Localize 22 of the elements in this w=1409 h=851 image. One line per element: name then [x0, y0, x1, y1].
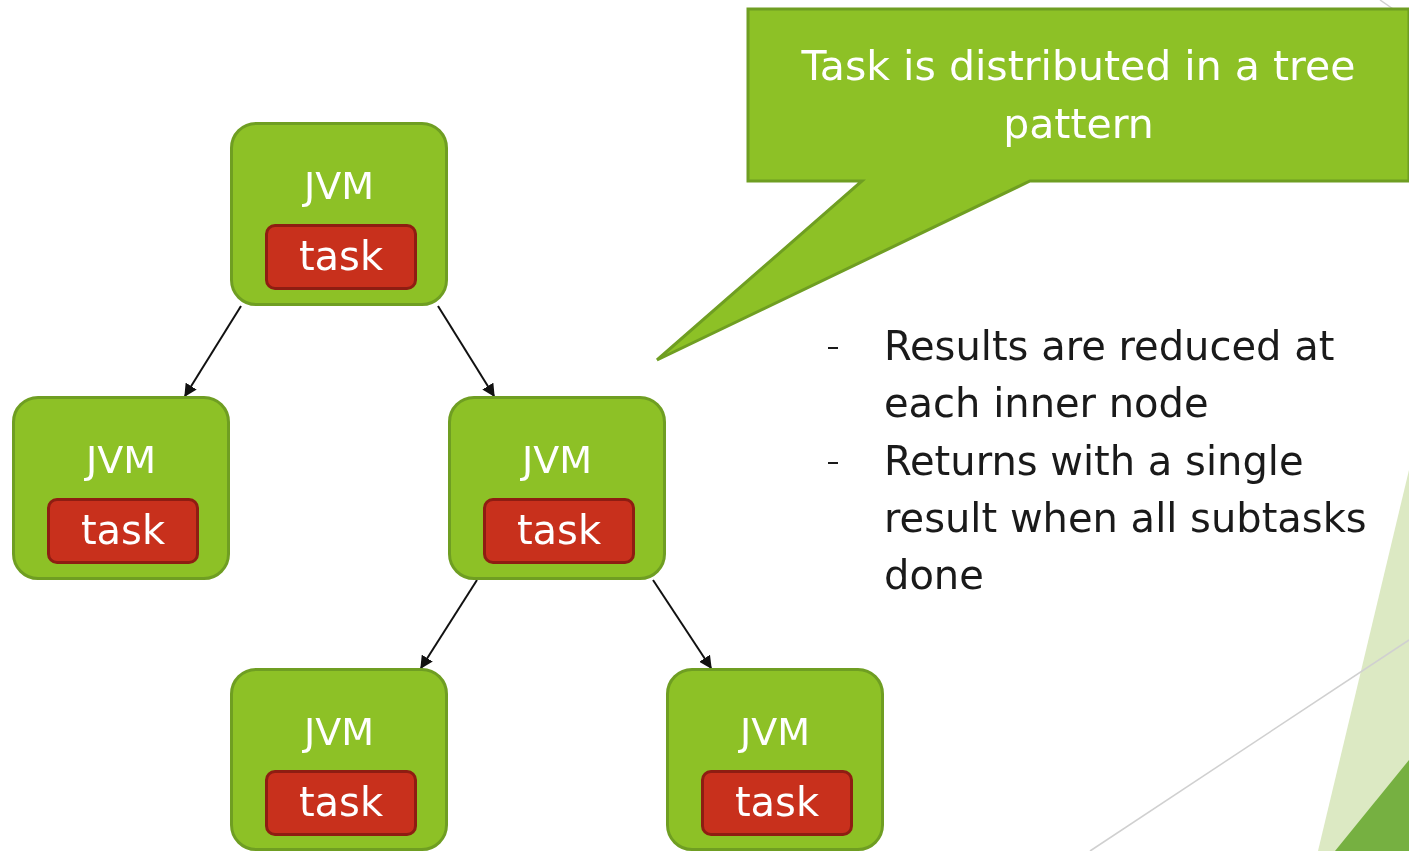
- task-box: task: [701, 770, 853, 836]
- node-label: JVM: [301, 163, 375, 209]
- task-box: task: [47, 498, 199, 564]
- task-box: task: [265, 770, 417, 836]
- task-box: task: [483, 498, 635, 564]
- arrow: [420, 579, 478, 670]
- bullet-text: Results are reduced at each inner node: [884, 322, 1336, 428]
- jvm-box: [448, 396, 666, 580]
- callout-text: Task is distributed in a tree pattern: [800, 40, 1357, 150]
- node-label: JVM: [737, 709, 811, 755]
- node-label: JVM: [519, 437, 593, 483]
- jvm-box: [666, 668, 884, 851]
- arrow: [652, 579, 712, 670]
- jvm-box: [230, 122, 448, 306]
- jvm-box: [230, 668, 448, 851]
- node-label: JVM: [83, 437, 157, 483]
- arrow: [437, 305, 495, 398]
- bullet-text: Returns with a single result when all subtasks done: [884, 437, 1368, 600]
- arrow: [184, 305, 242, 398]
- node-label: JVM: [301, 709, 375, 755]
- jvm-box: [12, 396, 230, 580]
- task-box: task: [265, 224, 417, 290]
